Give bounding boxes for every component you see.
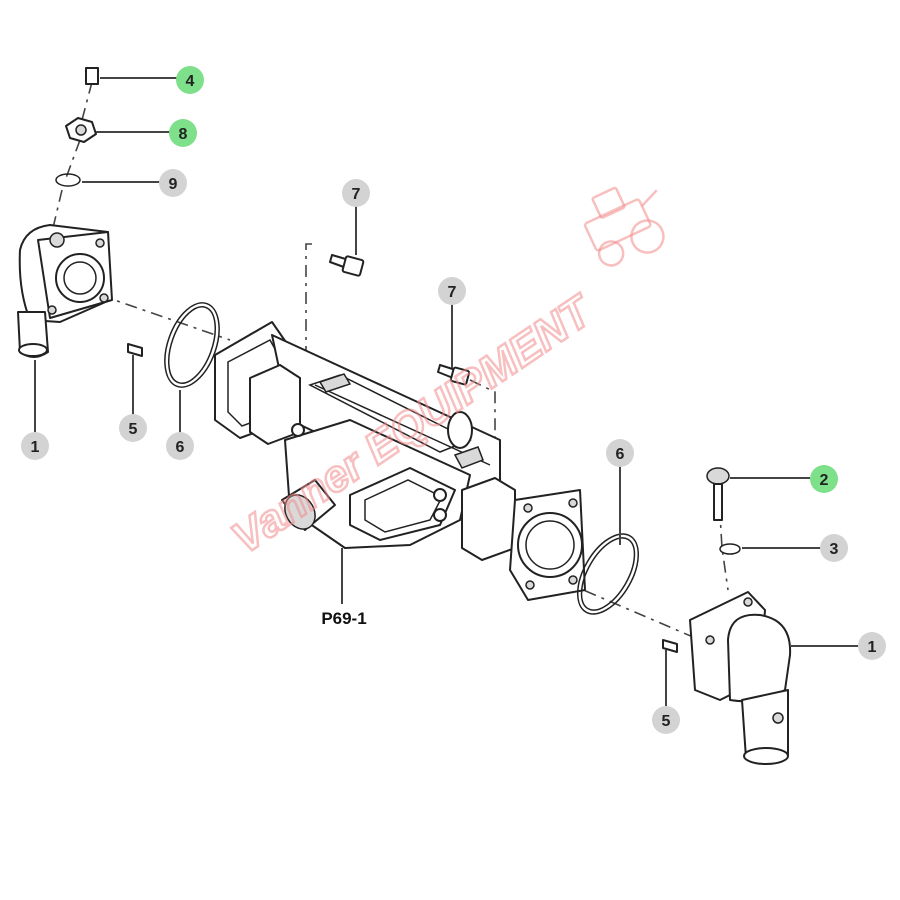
callout-6-right-circle	[606, 439, 634, 467]
callout-4-number: 4	[186, 73, 195, 90]
callout-5-right[interactable]: 5	[652, 706, 680, 734]
callout-9-circle	[159, 169, 187, 197]
callout-5-left-number: 5	[129, 421, 138, 438]
callout-5-right-number: 5	[662, 713, 671, 730]
manifold-body	[214, 321, 586, 601]
callout-7-upper[interactable]: 7	[342, 179, 370, 207]
callout-3[interactable]: 3	[820, 534, 848, 562]
callout-6-right-number: 6	[616, 446, 625, 463]
callout-1-left-number: 1	[31, 439, 40, 456]
callout-8-circle	[169, 119, 197, 147]
callout-3-number: 3	[830, 541, 839, 558]
callout-2-circle	[810, 465, 838, 493]
callout-5-left[interactable]: 5	[119, 414, 147, 442]
reference-label: P69-1	[321, 609, 366, 628]
small-parts	[55, 67, 741, 653]
callout-6-left-circle	[166, 432, 194, 460]
callout-1-right[interactable]: 1	[858, 632, 886, 660]
callout-5-right-circle	[652, 706, 680, 734]
callout-1-right-number: 1	[868, 639, 877, 656]
thermostat-housing-left	[17, 224, 113, 358]
thermostat-housing-right	[689, 591, 792, 765]
callout-8-number: 8	[179, 126, 188, 143]
callout-2-number: 2	[820, 472, 829, 489]
callout-1-right-circle	[858, 632, 886, 660]
callout-6-left-number: 6	[176, 439, 185, 456]
center-lines	[51, 81, 729, 641]
callout-6-left[interactable]: 6	[166, 432, 194, 460]
callout-4-circle	[176, 66, 204, 94]
callouts: 4 8 9 7 7 1 5 6	[21, 66, 886, 734]
callout-9[interactable]: 9	[159, 169, 187, 197]
callout-1-left[interactable]: 1	[21, 432, 49, 460]
leader-lines	[34, 77, 858, 706]
callout-5-left-circle	[119, 414, 147, 442]
callout-8[interactable]: 8	[169, 119, 197, 147]
callout-7-upper-circle	[342, 179, 370, 207]
callout-4[interactable]: 4	[176, 66, 204, 94]
callout-2[interactable]: 2	[810, 465, 838, 493]
callout-6-right[interactable]: 6	[606, 439, 634, 467]
callout-7-upper-number: 7	[352, 186, 361, 203]
callout-1-left-circle	[21, 432, 49, 460]
callout-3-circle	[820, 534, 848, 562]
callout-7-lower-number: 7	[448, 284, 457, 301]
callout-9-number: 9	[169, 176, 178, 193]
tractor-logo	[583, 186, 665, 267]
callout-7-lower[interactable]: 7	[438, 277, 466, 305]
callout-7-lower-circle	[438, 277, 466, 305]
